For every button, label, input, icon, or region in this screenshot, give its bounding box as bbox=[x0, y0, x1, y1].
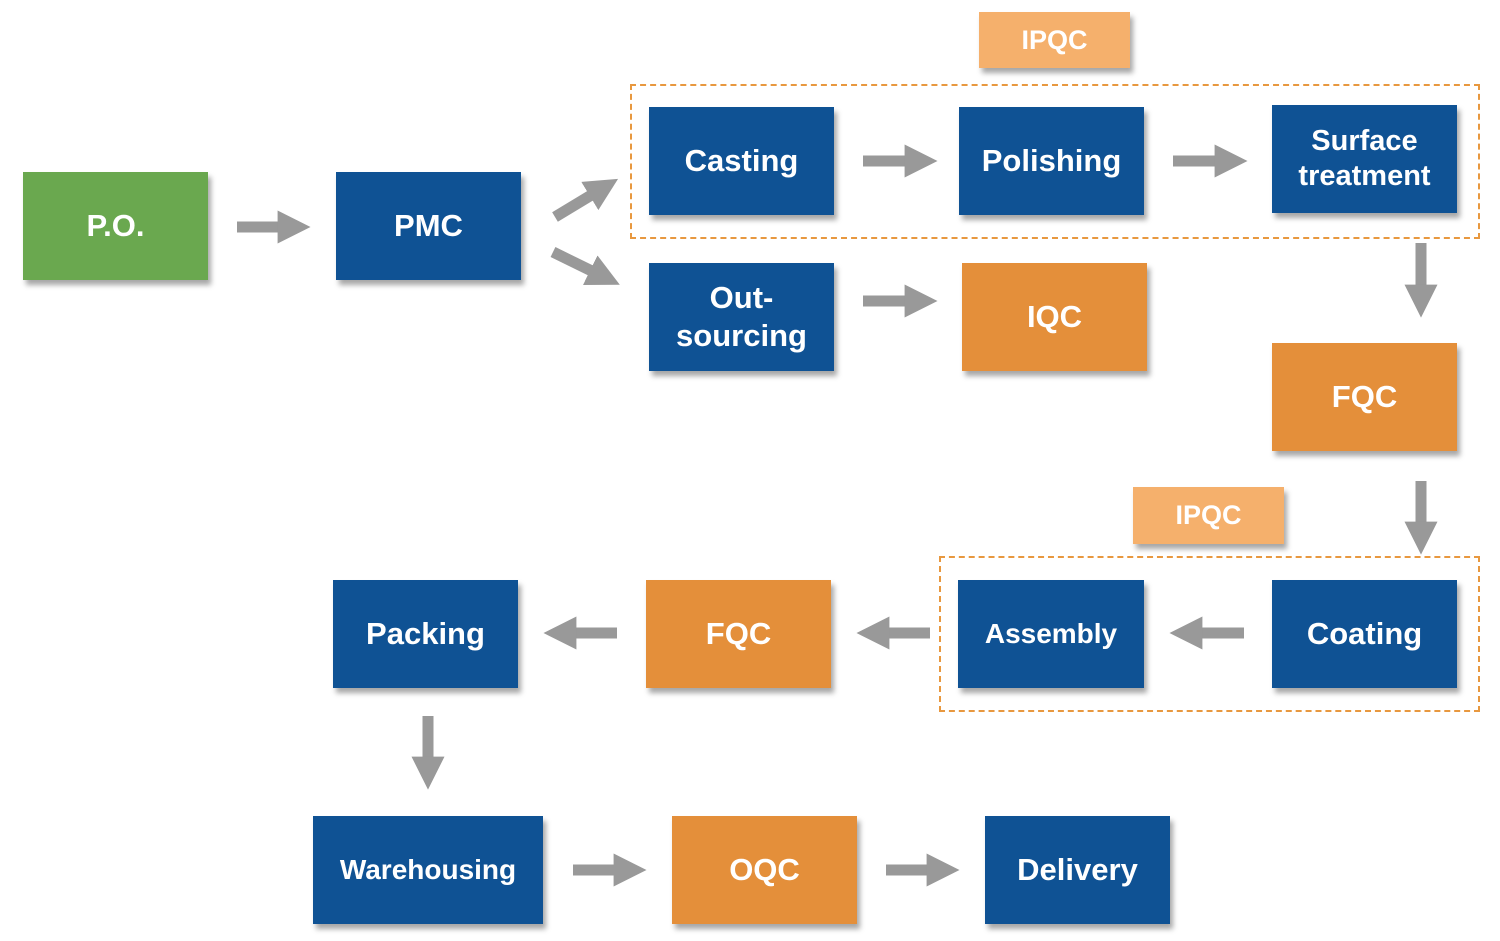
node-warehousing: Warehousing bbox=[313, 816, 543, 924]
arrow-pmc-outsourcing bbox=[550, 247, 620, 286]
ipqc-label-2: IPQC bbox=[1133, 487, 1284, 544]
node-oqc: OQC bbox=[672, 816, 857, 924]
ipqc-group-1 bbox=[630, 84, 1480, 239]
node-pmc: PMC bbox=[336, 172, 521, 280]
node-iqc: IQC bbox=[962, 263, 1147, 371]
ipqc-group-2 bbox=[939, 556, 1480, 712]
node-polishing: Polishing bbox=[959, 107, 1144, 215]
node-casting: Casting bbox=[649, 107, 834, 215]
node-coating: Coating bbox=[1272, 580, 1457, 688]
node-packing: Packing bbox=[333, 580, 518, 688]
ipqc-label-1: IPQC bbox=[979, 12, 1130, 68]
arrow-pmc-casting bbox=[552, 178, 619, 222]
node-assembly: Assembly bbox=[958, 580, 1144, 688]
node-outsourcing: Out- sourcing bbox=[649, 263, 834, 371]
node-po: P.O. bbox=[23, 172, 208, 280]
node-fqc-1: FQC bbox=[1272, 343, 1457, 451]
node-fqc-2: FQC bbox=[646, 580, 831, 688]
node-surface-treatment: Surface treatment bbox=[1272, 105, 1457, 213]
node-delivery: Delivery bbox=[985, 816, 1170, 924]
